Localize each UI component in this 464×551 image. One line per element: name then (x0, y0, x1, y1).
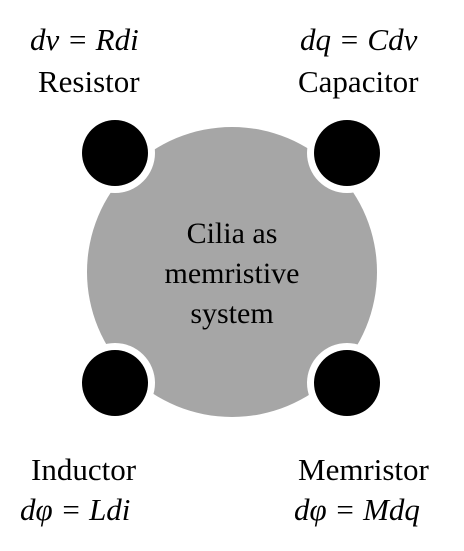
cilia-body-circle (87, 127, 377, 417)
center-caption-line-1: Cilia as (186, 217, 278, 250)
center-caption: Cilia as memristive system (132, 214, 332, 334)
resistor-label: Resistor (38, 64, 140, 99)
center-caption-line-2: memristive (164, 257, 300, 290)
inductor-label: Inductor (31, 452, 137, 487)
center-caption-line-3: system (190, 297, 274, 330)
capacitor-equation: dq = Cdv (300, 22, 418, 57)
terminal-bottom-left (82, 350, 148, 416)
terminal-bottom-right (314, 350, 380, 416)
memristor-equation: dφ = Mdq (294, 492, 420, 527)
capacitor-label: Capacitor (298, 64, 419, 99)
inductor-equation: dφ = Ldi (20, 492, 131, 527)
terminal-top-left (82, 120, 148, 186)
memristor-label: Memristor (298, 452, 429, 487)
terminal-top-right (314, 120, 380, 186)
resistor-equation: dv = Rdi (30, 22, 139, 57)
